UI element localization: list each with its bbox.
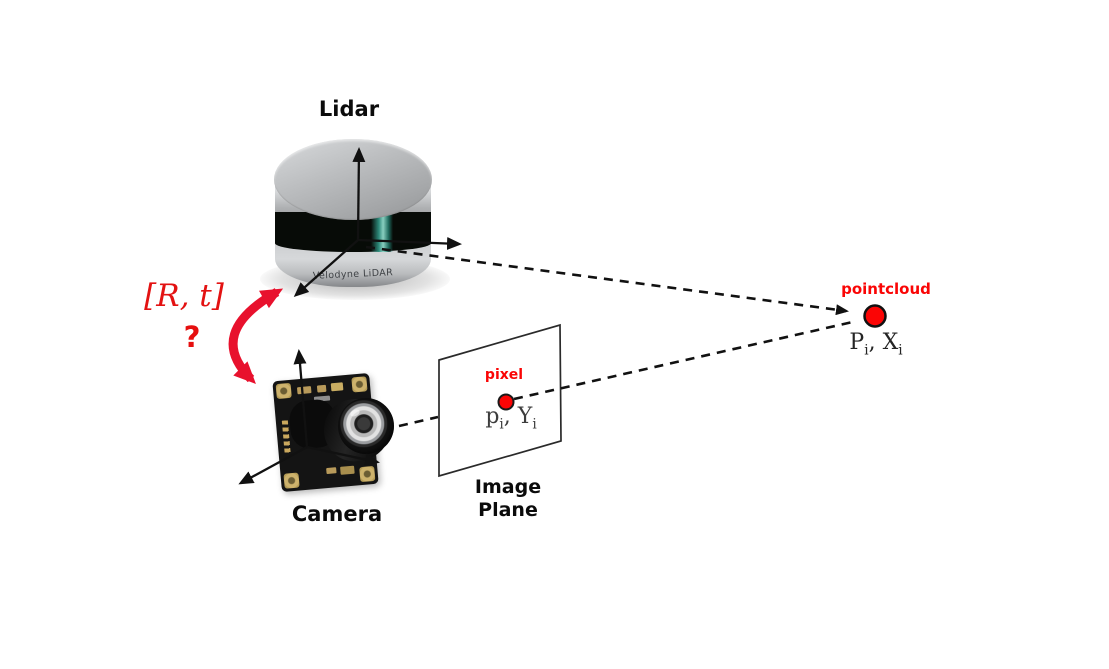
- camera-ray-dashed-near: [398, 415, 439, 428]
- image-plane-label-line2: Plane: [478, 499, 538, 521]
- image-plane-label-line1: Image: [474, 476, 542, 498]
- pointcloud-point-label: Pi, Xi: [849, 330, 902, 358]
- lidar-axis-left-arrow: [293, 239, 359, 297]
- pointcloud-dot: [863, 304, 887, 328]
- pixel-point-label: pi, Yi: [485, 404, 536, 432]
- separator: ,: [503, 404, 518, 429]
- extrinsic-rt-label: [R, t]: [144, 278, 224, 314]
- pixel-subscript: i: [499, 416, 504, 433]
- camera-axis-left-arrow: [238, 445, 308, 485]
- lidar-device-image: Velodyne LiDAR: [274, 139, 432, 291]
- pixel-label: pixel: [484, 367, 524, 383]
- pixel-dot: [497, 393, 515, 411]
- extrinsic-question-mark: ?: [183, 320, 201, 354]
- camera-ray-dashed-far: [513, 319, 858, 401]
- camera-label: Camera: [291, 502, 383, 526]
- camera-axis-up-arrow: [293, 349, 309, 448]
- pixel-symbol: p: [485, 404, 500, 429]
- separator: ,: [868, 330, 883, 355]
- point-subscript: i: [864, 342, 869, 359]
- pixel-symbol2: Y: [517, 404, 533, 429]
- extrinsic-transform-arrow: [228, 288, 284, 384]
- lidar-axis-right-arrow: [357, 237, 462, 251]
- point-subscript2: i: [898, 342, 903, 359]
- camera-lens-face: [338, 398, 394, 454]
- point-symbol2: X: [882, 330, 899, 355]
- pointcloud-label: pointcloud: [841, 280, 931, 298]
- camera-device-image: [262, 366, 404, 496]
- lidar-label: Lidar: [318, 97, 380, 121]
- image-plane-label: Image Plane: [475, 476, 541, 522]
- lidar-ray-dashed: [365, 245, 849, 316]
- point-symbol: P: [849, 330, 865, 355]
- camera-axis-right-arrow: [306, 445, 380, 466]
- pixel-subscript2: i: [532, 416, 537, 433]
- lidar-axis-up-arrow: [352, 147, 366, 241]
